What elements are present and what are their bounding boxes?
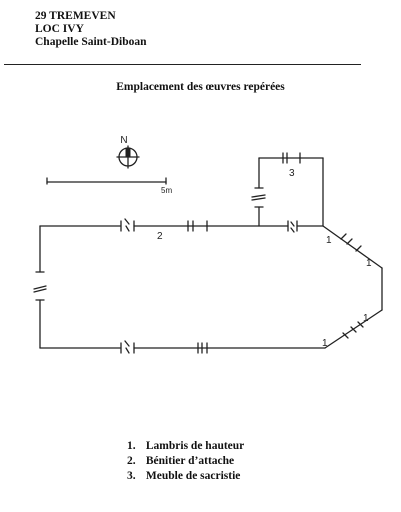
marker-2: 2 [157,231,163,242]
sacristy-opening-icon [251,194,266,201]
legend: 1. Lambris de hauteur 2. Bénitier d’atta… [127,439,244,484]
plan-caption: Emplacement des œuvres repérées [116,81,285,93]
marker-1-east-upper: 1 [366,258,372,269]
legend-label: Meuble de sacristie [145,470,241,482]
marker-1-north: 1 [326,235,332,246]
west-door-icon [33,285,47,293]
marker-1-east-lower: 1 [363,313,369,324]
legend-number: 1. [127,440,136,452]
header-rule [4,64,361,65]
header-line-1: 29 TREMEVEN [35,10,116,22]
legend-item: 3. Meuble de sacristie [127,469,244,484]
apse-ne-lambris-ticks [340,233,362,252]
marker-3: 3 [289,168,295,179]
north-door-icon [124,218,130,232]
marker-1-south: 1 [322,338,328,349]
legend-number: 3. [127,470,136,482]
header-line-2: LOC IVY [35,23,84,35]
legend-item: 2. Bénitier d’attache [127,454,244,469]
sacristy-door-icon [290,221,295,233]
apse-se-lambris-ticks [342,321,364,339]
scale-label: 5m [161,186,172,195]
apse-wall-ne [322,225,383,269]
legend-label: Bénitier d’attache [145,455,235,467]
legend-item: 1. Lambris de hauteur [127,439,244,454]
legend-label: Lambris de hauteur [145,440,245,452]
north-label: N [120,135,127,146]
south-door-icon [124,340,130,354]
header: 29 TREMEVEN LOC IVY Chapelle Saint-Diboa… [35,10,147,49]
north-arrow-icon [125,148,131,157]
legend-number: 2. [127,455,136,467]
header-line-3: Chapelle Saint-Diboan [35,36,147,48]
